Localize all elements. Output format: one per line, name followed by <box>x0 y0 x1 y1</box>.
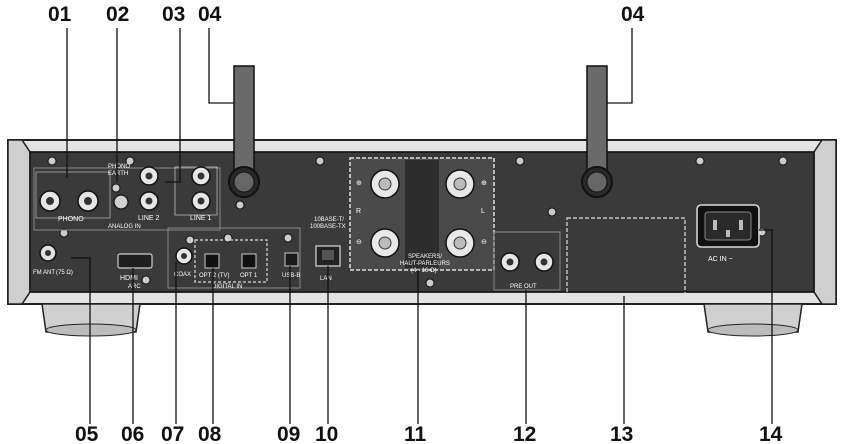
callout-09: 09 <box>277 423 300 444</box>
callout-11: 11 <box>404 423 427 444</box>
fm-ant-label: FM ANT <box>33 270 55 276</box>
fm-ant-section: FM ANT (75 Ω) <box>33 244 73 276</box>
line1-label: LINE 1 <box>190 215 212 222</box>
callouts-top: 01 02 03 04 04 <box>48 3 645 26</box>
callout-10: 10 <box>315 423 338 444</box>
minus-sign-l: ⊖ <box>481 239 487 246</box>
speakers-label-2: HAUT-PARLEURS <box>400 261 450 267</box>
lan-label: LAN <box>320 276 332 282</box>
screws <box>47 156 788 288</box>
opt1-port <box>241 253 257 269</box>
coax-label: COAX <box>174 272 191 278</box>
phono-label: PHONO <box>58 216 84 223</box>
speakers-label-3: (4 - 16 Ω) <box>411 268 437 274</box>
digital-in-section: COAX OPT 2 (TV) OPT 1 USB-B DIGITAL IN <box>167 227 301 290</box>
hdmi-section: HDMI ARC <box>117 253 153 290</box>
analog-in-section: PHONO PHONO EARTH LINE 2 LINE 1 ANALOG I… <box>33 164 221 231</box>
callouts-bottom: 05 06 07 08 09 10 11 12 13 14 <box>75 423 783 444</box>
callout-03: 03 <box>162 3 185 26</box>
opt1-label: OPT 1 <box>240 273 258 279</box>
callout-06: 06 <box>121 423 144 444</box>
plus-sign-r: ⊕ <box>356 180 362 187</box>
callout-14: 14 <box>759 423 783 444</box>
callout-13: 13 <box>610 423 633 444</box>
phono-earth-terminal <box>113 194 129 210</box>
antenna-left <box>228 65 260 198</box>
usb-b-port <box>284 252 299 267</box>
callout-07: 07 <box>161 423 184 444</box>
ac-in-label: AC IN ~ <box>708 256 733 263</box>
lan-spec-label-2: 100BASE-TX <box>310 224 346 230</box>
ac-in-section: AC IN ~ <box>696 204 760 263</box>
speakers-label-1: SPEAKERS/ <box>408 254 442 260</box>
plus-sign-l: ⊕ <box>481 180 487 187</box>
analog-in-label: ANALOG IN <box>108 224 141 230</box>
speaker-l-label: L <box>481 208 485 215</box>
callout-04-right: 04 <box>621 3 645 26</box>
fm-ant-ohm-label: (75 Ω) <box>56 270 73 276</box>
phono-earth-label-1: PHONO <box>108 164 130 170</box>
pre-out-label: PRE OUT <box>510 284 537 290</box>
hdmi-port <box>117 253 153 269</box>
callout-08: 08 <box>198 423 222 444</box>
speaker-r-label: R <box>356 208 361 215</box>
label-area <box>566 217 686 297</box>
hdmi-label: HDMI <box>120 275 138 282</box>
callout-12: 12 <box>513 423 536 444</box>
line2-label: LINE 2 <box>138 215 160 222</box>
minus-sign-r: ⊖ <box>356 239 362 246</box>
lan-section: 10BASE-T/ 100BASE-TX LAN <box>310 217 346 282</box>
phono-earth-label-2: EARTH <box>108 171 128 177</box>
pre-out-section: PRE OUT <box>493 231 561 291</box>
arc-label: ARC <box>128 284 141 290</box>
callout-04-left: 04 <box>198 3 222 26</box>
leader-lines <box>66 28 773 424</box>
lan-spec-label-1: 10BASE-T/ <box>314 217 344 223</box>
opt2-label: OPT 2 (TV) <box>199 273 230 279</box>
callout-05: 05 <box>75 423 99 444</box>
digital-in-label: DIGITAL IN <box>212 284 242 290</box>
antenna-right <box>581 65 613 198</box>
callout-02: 02 <box>106 3 129 26</box>
speakers-section: R L ⊕ ⊖ ⊕ ⊖ SPEAKERS/ HAUT-PARLEURS (4 -… <box>349 157 495 274</box>
usb-b-label: USB-B <box>282 273 300 279</box>
feet <box>41 303 803 337</box>
callout-01: 01 <box>48 3 72 26</box>
opt2-port <box>204 253 220 269</box>
